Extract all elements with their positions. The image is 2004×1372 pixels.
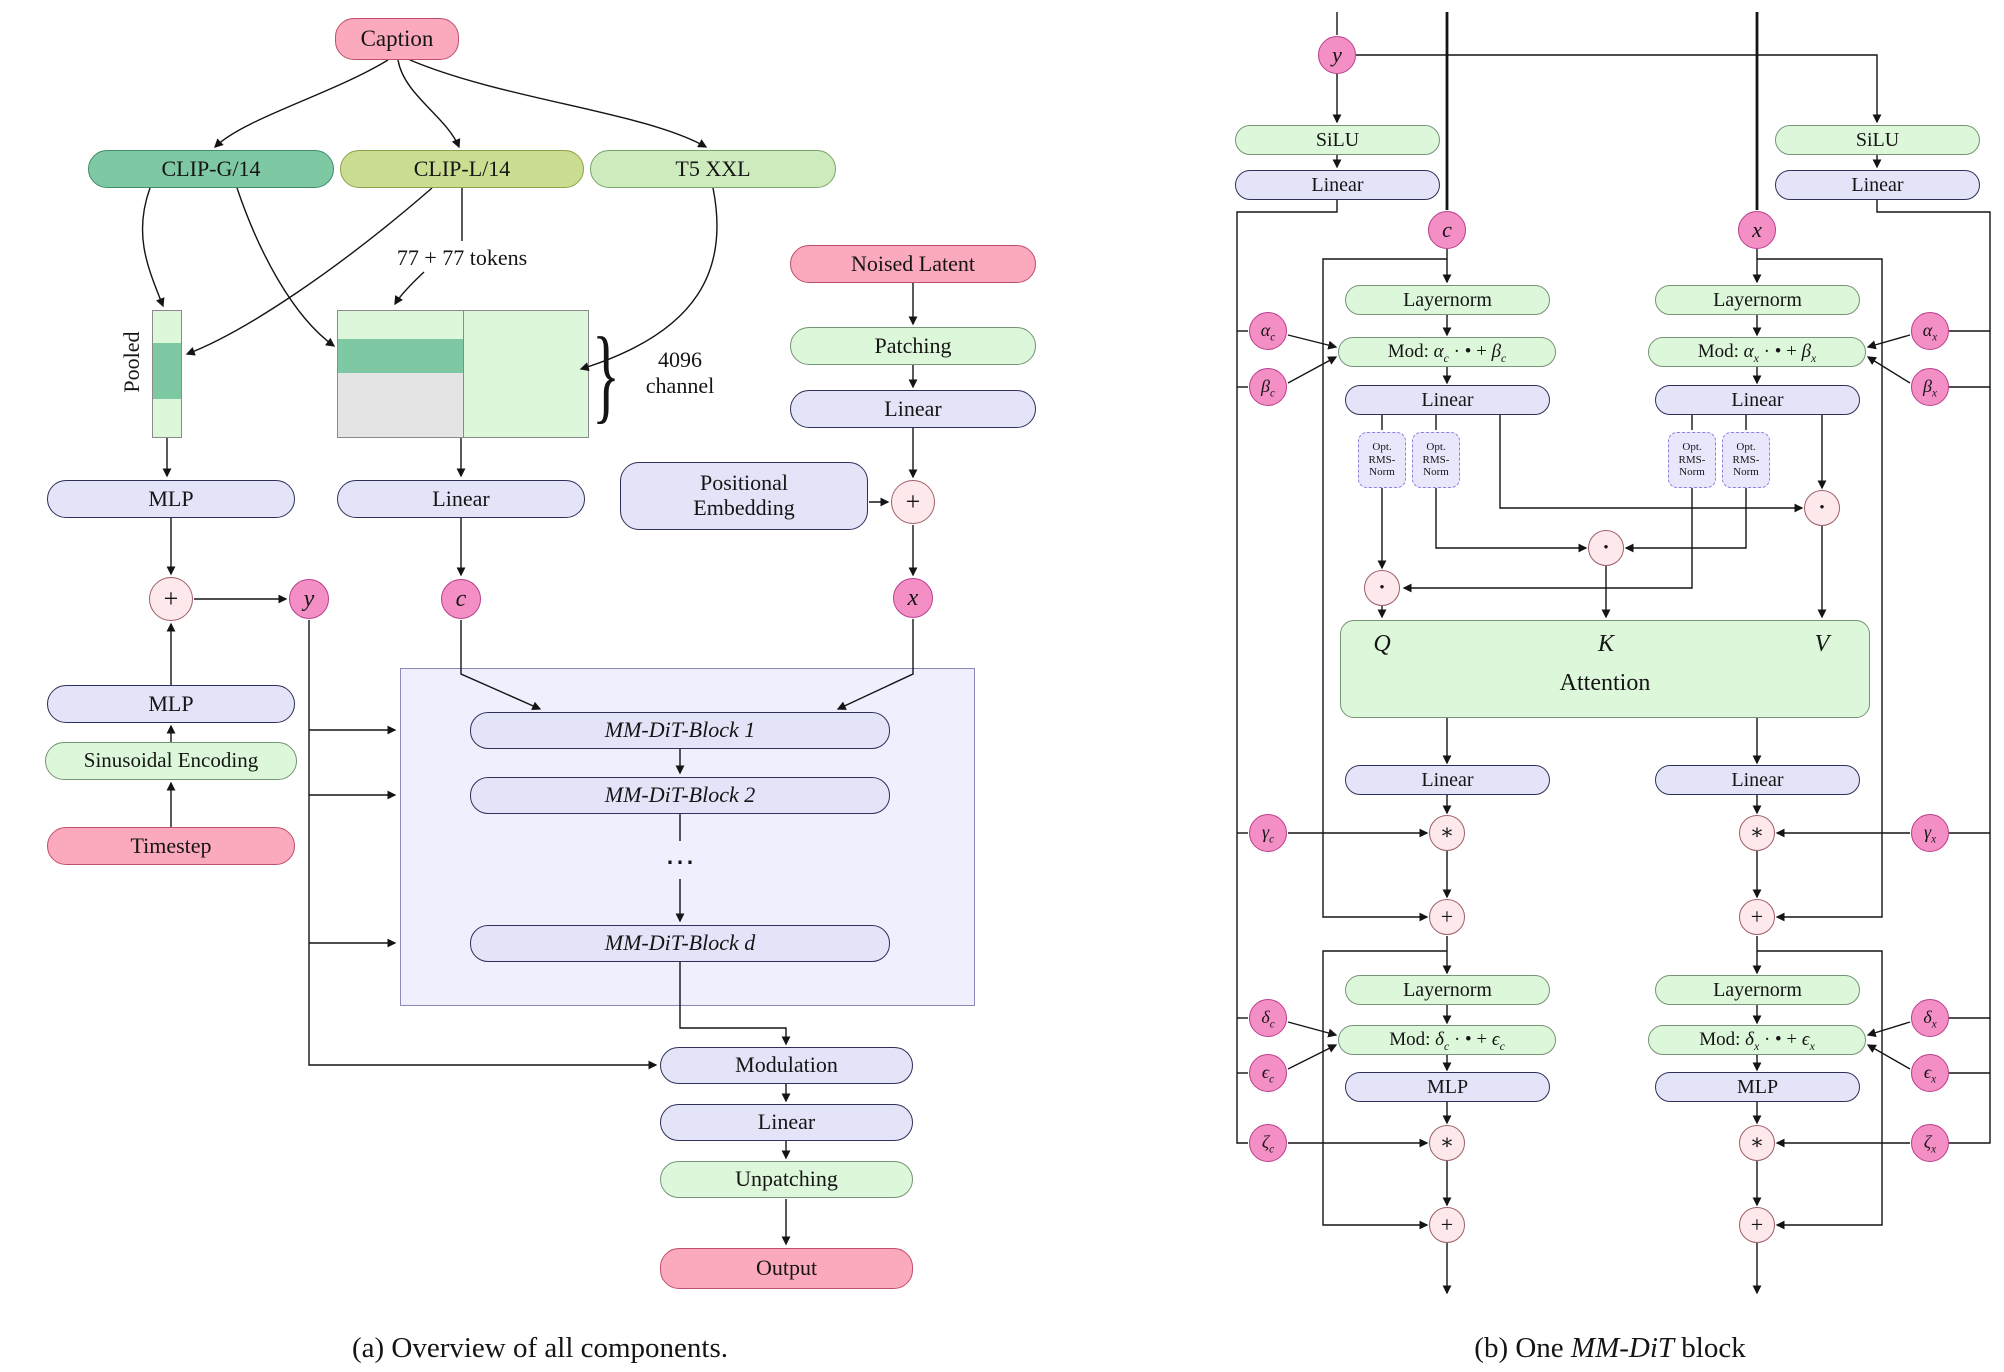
mmdit-block-1: MM-DiT-Block 1 [470,712,890,749]
silu-x-node: SiLU [1775,125,1980,155]
concat-q-op: • [1364,570,1400,606]
rms-nor​m-kc: Opt.RMS-Norm [1412,432,1460,488]
t5-token-segment [464,311,588,437]
patching-node: Patching [790,327,1036,365]
positional-embedding-node: Positional Embedding [620,462,868,530]
output-node: Output [660,1248,913,1289]
attention-label: Attention [1559,669,1651,696]
noised-latent-node: Noised Latent [790,245,1036,283]
linear-qkv-x-node: Linear [1655,385,1860,415]
linear-proj-x-node: Linear [1655,765,1860,795]
mlp-timestep-node: MLP [47,685,295,723]
pooled-label: Pooled [119,331,144,393]
pooled-tail-segment [153,399,181,437]
add-timestep-op: + [149,577,193,621]
rms-norm-qc: Opt.RMS-Norm [1358,432,1406,488]
clip-l-encoder-node: CLIP-L/14 [340,150,584,188]
layernorm1-x-node: Layernorm [1655,285,1860,315]
delta-c-param: δc [1249,999,1287,1037]
timestep-node: Timestep [47,827,295,865]
caption-node: Caption [335,18,459,60]
alpha-x-param: αx [1911,312,1949,350]
zeta-x-param: ζx [1911,1124,1949,1162]
mod-delta-eps-c-node: Mod: δc · • + ϵc [1338,1025,1556,1055]
layernorm1-c-node: Layernorm [1345,285,1550,315]
attention-box [1340,620,1870,718]
linear-patch-node: Linear [790,390,1036,428]
zeta-c-param: ζc [1249,1124,1287,1162]
sinusoidal-encoding-node: Sinusoidal Encoding [45,742,297,780]
gamma-c-param: γc [1249,814,1287,852]
channel-count-label: 4096 channel [645,346,715,398]
delta-x-param: δx [1911,999,1949,1037]
gamma-x-param: γx [1911,814,1949,852]
c-input-node: c [1428,211,1466,249]
scale-mlp-x-op: ∗ [1739,1125,1775,1161]
mlp-x-node: MLP [1655,1072,1860,1102]
scale-mlp-c-op: ∗ [1429,1125,1465,1161]
mlp-c-node: MLP [1345,1072,1550,1102]
x-input-node: x [1738,211,1776,249]
clip-g-token-segment [338,339,464,373]
channel-brace: } [592,316,620,433]
beta-c-param: βc [1249,368,1287,406]
x-latent-node: x [893,578,933,618]
residual-add-mlp-c-op: + [1429,1207,1465,1243]
clip-g-encoder-node: CLIP-G/14 [88,150,334,188]
concat-k-op: • [1588,530,1624,566]
mod-alpha-beta-x-node: Mod: αx · • + βx [1648,337,1866,367]
linear-adaln-x-node: Linear [1775,170,1980,200]
k-label: K [1597,630,1614,657]
clip-l-token-segment [338,311,464,339]
t5-encoder-node: T5 XXL [590,150,836,188]
panel-a-caption: (a) Overview of all components. [351,1331,729,1364]
tokens-count-label: 77 + 77 tokens [396,245,528,270]
linear-proj-c-node: Linear [1345,765,1550,795]
mlp-pooled-node: MLP [47,480,295,518]
add-positional-op: + [891,480,935,524]
residual-add-attn-c-op: + [1429,899,1465,935]
panel-b-caption: (b) One MM-DiT block [1474,1332,1746,1364]
mod-delta-eps-x-node: Mod: δx · • + ϵx [1648,1025,1866,1055]
linear-adaln-c-node: Linear [1235,170,1440,200]
linear-qkv-c-node: Linear [1345,385,1550,415]
rms-norm-kx: Opt.RMS-Norm [1722,432,1770,488]
scale-attn-x-op: ∗ [1739,815,1775,851]
zero-padding-segment [338,373,464,437]
mmdit-block-d: MM-DiT-Block d [470,925,890,962]
unpatching-node: Unpatching [660,1161,913,1198]
linear-context-node: Linear [337,480,585,518]
modulation-node: Modulation [660,1047,913,1084]
silu-c-node: SiLU [1235,125,1440,155]
block-ellipsis: ⋯ [665,845,695,879]
token-embedding-matrix [337,310,589,438]
alpha-c-param: αc [1249,312,1287,350]
mod-alpha-beta-c-node: Mod: αc · • + βc [1338,337,1556,367]
rms-norm-qx: Opt.RMS-Norm [1668,432,1716,488]
residual-add-mlp-x-op: + [1739,1207,1775,1243]
y-vector-node: y [289,579,329,619]
q-label: Q [1373,630,1391,657]
scale-attn-c-op: ∗ [1429,815,1465,851]
pooled-clip-g-segment [153,343,181,399]
epsilon-x-param: ϵx [1911,1054,1949,1092]
pooled-clip-l-segment [153,311,181,343]
layernorm2-x-node: Layernorm [1655,975,1860,1005]
pooled-embedding-bar [152,310,182,438]
linear-output-node: Linear [660,1104,913,1141]
epsilon-c-param: ϵc [1249,1054,1287,1092]
beta-x-param: βx [1911,368,1949,406]
c-context-node: c [441,579,481,619]
layernorm2-c-node: Layernorm [1345,975,1550,1005]
y-input-node: y [1318,36,1356,74]
v-label: V [1814,630,1830,657]
residual-add-attn-x-op: + [1739,899,1775,935]
concat-v-op: • [1804,490,1840,526]
mmdit-block-2: MM-DiT-Block 2 [470,777,890,814]
